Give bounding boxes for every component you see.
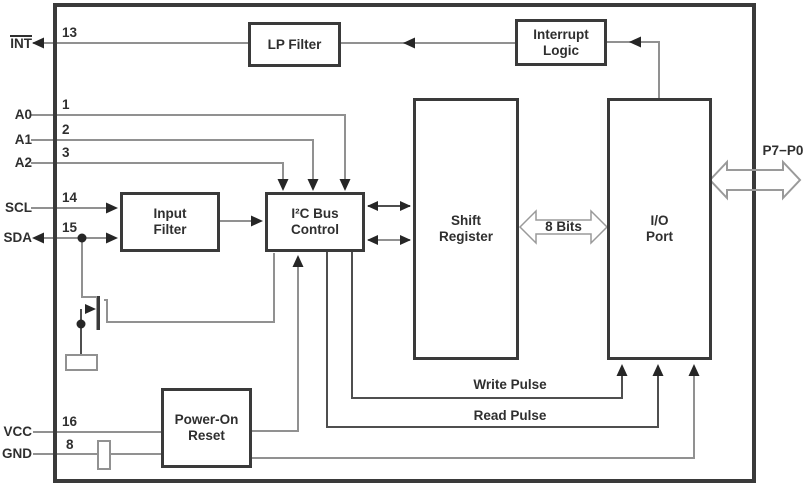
p7-p0-bus-arrow [708,159,802,201]
block-interrupt-logic: Interrupt Logic [515,19,607,66]
transistor-junction-dot [76,319,86,329]
block-i2c-bus-control: I²C Bus Control [265,192,365,252]
block-i2c-bus-control-label: I²C Bus Control [291,206,339,237]
block-shift-register-label: Shift Register [438,213,494,244]
interrupt-to-io-port-wire [607,41,660,100]
por-to-io-arrowhead [688,364,700,376]
pin-number-vcc: 16 [62,414,78,429]
a2-wire [31,162,284,182]
transistor-to-i2c-wire [104,253,275,323]
pin-number-scl: 14 [62,190,78,205]
bus-upper-left-arrowhead [367,201,378,211]
pin-label-a0: A0 [14,107,32,122]
write-pulse-wire [351,252,623,399]
chip-outline [53,3,756,483]
a1-wire [31,139,314,182]
pin-number-gnd: 8 [66,437,74,452]
pin-number-a0: 1 [62,97,70,112]
pin-label-a1: A1 [14,132,32,147]
sda-in-arrowhead [106,232,118,244]
sda-out-arrowhead [32,232,44,244]
write-pulse-label: Write Pulse [473,377,547,392]
transistor-gate-bar [96,296,100,330]
pin-label-int: INT [0,35,32,51]
read-pulse-arrowhead [652,364,664,376]
eight-bits-label: 8 Bits [545,219,582,234]
block-interrupt-logic-label: Interrupt Logic [533,26,589,58]
pin-number-a1: 2 [62,122,70,137]
block-power-on-reset: Power-On Reset [161,388,252,468]
a1-down-arrowhead [307,179,319,191]
write-pulse-arrowhead [616,364,628,376]
io-to-interrupt-arrowhead [629,36,641,48]
a2-down-arrowhead [277,179,289,191]
bus-lower-left-arrowhead [367,235,378,245]
block-lp-filter: LP Filter [248,22,341,67]
transistor-gate-arrowhead [85,304,96,314]
input-filter-to-i2c-arrowhead [251,215,263,227]
pin-label-vcc: VCC [3,424,32,439]
transistor-ground-element [65,354,98,371]
sda-junction-dot [77,233,87,243]
pin-label-sda: SDA [3,230,32,245]
pin-label-scl: SCL [5,200,32,215]
gnd-inline-element [97,440,111,470]
p7-p0-label: P7−P0 [762,143,804,158]
int-out-arrowhead [32,37,44,49]
block-io-port: I/O Port [607,98,712,360]
block-shift-register: Shift Register [413,98,519,360]
read-pulse-wire [326,252,659,428]
int-overline-text: INT [10,35,32,51]
block-lp-filter-label: LP Filter [267,36,322,52]
block-io-port-label: I/O Port [646,213,673,244]
pin-label-a2: A2 [14,155,32,170]
por-to-io-port-wire [252,372,695,459]
bus-lower-right-arrowhead [400,235,411,245]
a0-down-arrowhead [339,179,351,191]
block-power-on-reset-label: Power-On Reset [174,412,239,443]
pin-label-gnd: GND [2,446,32,461]
pin-number-a2: 3 [62,145,70,160]
interrupt-to-lp-arrowhead [403,37,415,49]
pin-number-sda: 15 [62,220,78,235]
read-pulse-label: Read Pulse [473,408,547,423]
scl-in-arrowhead [106,202,118,214]
block-input-filter-label: Input Filter [153,206,187,237]
pin-number-int: 13 [62,25,78,40]
arrowheads [32,36,700,376]
bus-upper-right-arrowhead [400,201,411,211]
por-to-i2c-wire [252,262,299,432]
por-to-i2c-arrowhead [292,255,304,267]
sda-transistor-drop-wire [81,238,96,298]
a0-wire [31,114,346,182]
block-input-filter: Input Filter [120,192,220,252]
